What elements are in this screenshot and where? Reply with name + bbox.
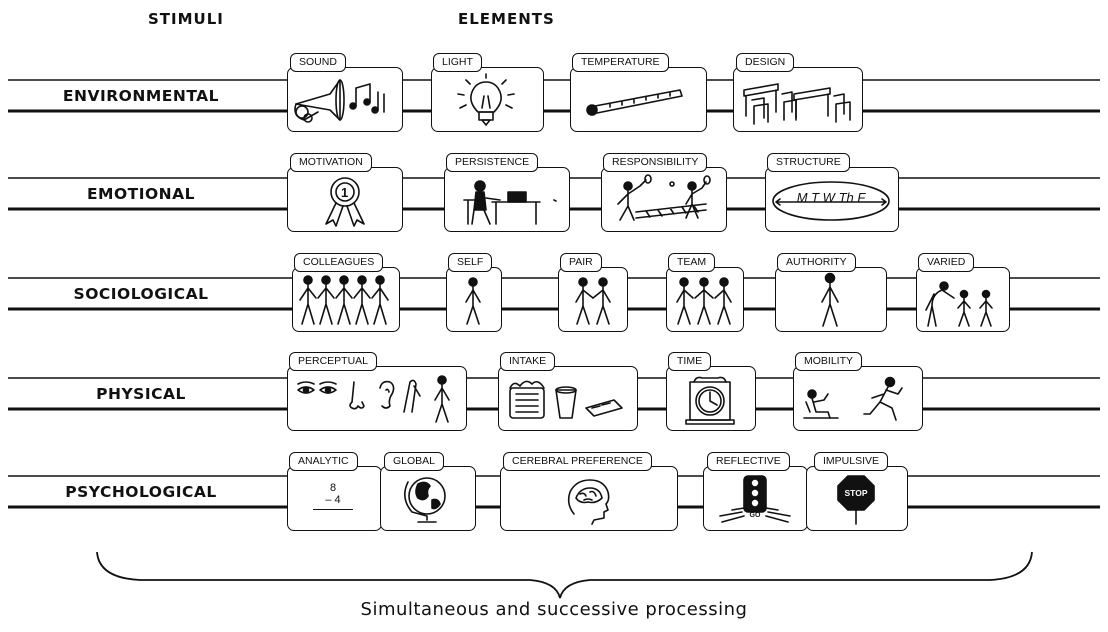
stimulus-environmental: ENVIRONMENTAL: [0, 86, 282, 106]
group-of-five-icon: [296, 272, 394, 328]
single-person-icon: [461, 276, 485, 326]
curly-brace: [96, 551, 1033, 599]
stimuli-header: STIMULI: [148, 10, 224, 28]
stimulus-physical: PHYSICAL: [0, 384, 282, 404]
stop-sign-icon: [836, 474, 876, 526]
stop-label: STOP: [844, 488, 868, 498]
two-people-icon: [572, 276, 614, 326]
go-label: GO: [749, 512, 761, 519]
element-label-motivation: MOTIVATION: [290, 153, 372, 172]
element-card-persistence: [444, 167, 570, 232]
element-card-light: [431, 67, 544, 132]
arithmetic-icon: 8 – 4: [300, 482, 366, 510]
element-card-varied: [916, 267, 1010, 332]
element-label-sound: SOUND: [290, 53, 346, 72]
badminton-players-icon: [606, 174, 720, 228]
element-label-structure: STRUCTURE: [767, 153, 850, 172]
element-card-intake: [498, 366, 638, 431]
student-at-desk-icon: [450, 174, 562, 228]
globe-icon: [396, 472, 458, 526]
element-label-global: GLOBAL: [384, 452, 445, 471]
footer-caption: Simultaneous and successive processing: [360, 599, 748, 620]
element-label-analytic: ANALYTIC: [289, 452, 358, 471]
lightbulb-icon: [440, 72, 532, 128]
element-label-impulsive: IMPULSIVE: [814, 452, 889, 471]
element-label-authority: AUTHORITY: [777, 253, 856, 272]
band-environmental: [8, 79, 1100, 113]
three-people-icon: [673, 276, 735, 326]
element-label-colleagues: COLLEAGUES: [294, 253, 384, 272]
element-card-analytic: [287, 466, 382, 531]
element-label-reflective: REFLECTIVE: [707, 452, 790, 471]
authority-figure-icon: [815, 272, 845, 328]
element-card-structure: [765, 167, 899, 232]
element-label-perceptual: PERCEPTUAL: [289, 352, 378, 371]
ribbon-medal-icon: 1: [300, 172, 390, 228]
reclining-and-running-icon: [798, 372, 916, 426]
element-label-self: SELF: [448, 253, 493, 272]
brain-head-icon: [560, 474, 616, 526]
arithmetic-bottom: – 4: [325, 494, 341, 506]
element-label-persistence: PERSISTENCE: [446, 153, 539, 172]
arithmetic-top: 8: [329, 482, 337, 494]
element-label-mobility: MOBILITY: [795, 352, 863, 371]
element-label-design: DESIGN: [736, 53, 795, 72]
svg-text:1: 1: [341, 185, 348, 200]
element-label-team: TEAM: [668, 253, 716, 272]
stimulus-psychological: PSYCHOLOGICAL: [0, 482, 282, 502]
clock-icon: [672, 372, 748, 426]
horn-and-notes-icon: [290, 74, 396, 128]
element-card-global: [380, 466, 476, 531]
element-label-responsibility: RESPONSIBILITY: [603, 153, 708, 172]
arithmetic-rule: [313, 509, 353, 510]
thermometer-icon: [580, 80, 696, 124]
element-label-pair: PAIR: [560, 253, 602, 272]
element-label-temperature: TEMPERATURE: [572, 53, 669, 72]
element-label-light: LIGHT: [433, 53, 482, 72]
elements-header: ELEMENTS: [458, 10, 555, 28]
traffic-light-icon: [712, 472, 798, 526]
element-label-cerebral-preference: CEREBRAL PREFERENCE: [503, 452, 652, 471]
element-card-temperature: [570, 67, 707, 132]
element-label-intake: INTAKE: [500, 352, 556, 371]
element-label-varied: VARIED: [918, 253, 975, 272]
snacks-icon: [504, 374, 632, 426]
element-label-time: TIME: [668, 352, 712, 371]
stimulus-sociological: SOCIOLOGICAL: [0, 284, 282, 304]
stimulus-emotional: EMOTIONAL: [0, 184, 282, 204]
weekday-schedule-icon: [770, 178, 892, 224]
senses-icon: [292, 372, 460, 426]
desks-and-chairs-icon: [738, 72, 856, 128]
adult-with-children-icon: [920, 276, 1004, 328]
weekdays-text: M T W Th F: [796, 190, 866, 205]
